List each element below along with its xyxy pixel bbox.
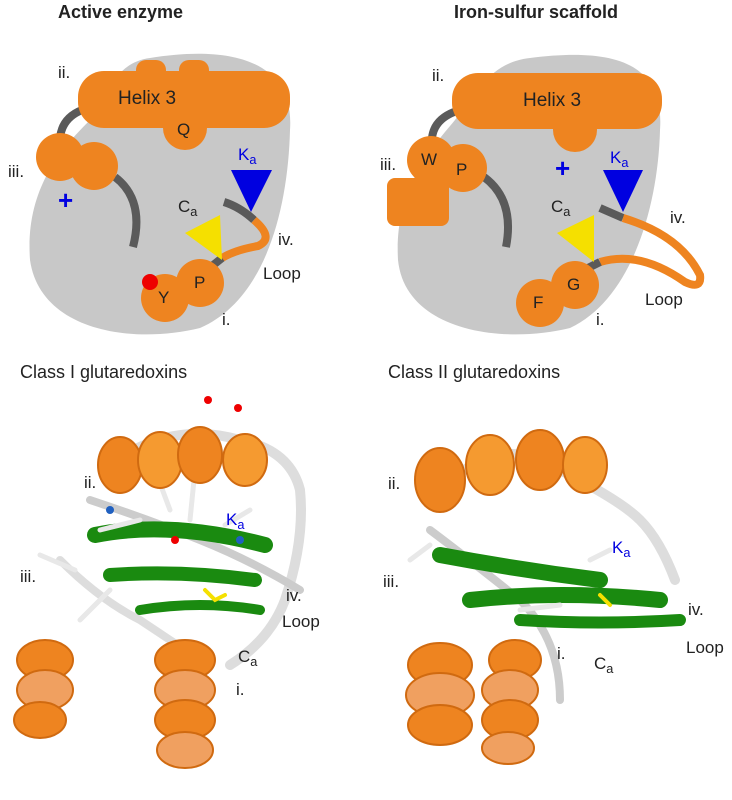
ca-triangle (185, 215, 222, 260)
ca-sub: a (190, 203, 198, 219)
residue-p (439, 144, 487, 192)
label-i: i. (557, 644, 566, 663)
helix-3 (452, 73, 662, 129)
label-iv: iv. (688, 600, 704, 619)
ca-sub: a (606, 660, 614, 676)
ka-label: Ka (226, 510, 244, 532)
label-ii: ii. (432, 66, 445, 85)
plus-sign: + (58, 185, 74, 215)
aromatic-block (387, 178, 449, 226)
residue-p-label: P (194, 273, 206, 292)
panel-title-active-enzyme: Active enzyme (58, 2, 184, 22)
strand-ka (222, 198, 257, 223)
ca-label: Ca (594, 654, 613, 676)
ka-triangle (231, 170, 272, 212)
helix-label: Helix 3 (523, 90, 582, 111)
label-i: i. (222, 310, 231, 329)
ca-label: Ca (551, 197, 570, 219)
ca-label: Ca (178, 197, 197, 219)
active-enzyme-schematic (29, 53, 291, 335)
label-iii: iii. (20, 567, 37, 586)
residue-w-label: W (421, 150, 438, 169)
ka-triangle (603, 170, 643, 212)
label-i: i. (236, 680, 245, 699)
label-iv: iv. (286, 586, 302, 605)
label-iv: iv. (278, 230, 294, 249)
ka-text: K (612, 538, 624, 557)
residue-iii-b (70, 142, 118, 190)
label-ii: ii. (388, 474, 401, 493)
ka-text: K (226, 510, 238, 529)
residue-q-label: Q (177, 120, 191, 139)
red-dot (142, 274, 158, 290)
label-ii: ii. (58, 63, 71, 82)
ka-sub: a (237, 516, 245, 532)
label-loop: Loop (263, 264, 301, 283)
label-iii: iii. (383, 572, 400, 591)
iron-sulfur-schematic (387, 54, 705, 335)
residue-p-label: P (456, 160, 468, 179)
loop-iv (219, 216, 270, 262)
helix-label: Helix 3 (118, 88, 177, 109)
label-loop: Loop (686, 638, 724, 657)
label-iii: iii. (8, 162, 25, 181)
plus-sign: + (555, 153, 571, 183)
class-i-structure (13, 396, 306, 769)
ka-label: Ka (612, 538, 630, 560)
residue-f (516, 279, 564, 327)
ka-sub: a (249, 151, 257, 167)
panel-title-iron-sulfur: Iron-sulfur scaffold (454, 2, 619, 22)
residue-y-label: Y (158, 288, 170, 307)
ca-sub: a (250, 653, 258, 669)
ka-text: K (610, 148, 622, 167)
structure-title-class-ii: Class II glutaredoxins (388, 362, 561, 382)
ca-text: C (238, 647, 251, 666)
class-ii-structure (405, 429, 686, 765)
residue-g-label: G (567, 275, 581, 294)
strand (112, 173, 141, 248)
loop-iv (598, 214, 705, 289)
ca-label: Ca (238, 647, 257, 669)
ca-text: C (178, 197, 191, 216)
ca-text: C (551, 197, 564, 216)
ka-sub: a (621, 154, 629, 170)
ca-text: C (594, 654, 607, 673)
label-iii: iii. (380, 155, 397, 174)
ka-sub: a (623, 544, 631, 560)
residue-f-label: F (533, 293, 544, 312)
label-iv: iv. (670, 208, 686, 227)
label-i: i. (596, 310, 605, 329)
label-ii: ii. (84, 473, 97, 492)
ca-sub: a (563, 203, 571, 219)
residue-q (163, 106, 207, 150)
structure-title-class-i: Class I glutaredoxins (20, 362, 188, 382)
label-loop: Loop (282, 612, 320, 631)
ka-label: Ka (238, 145, 256, 167)
ca-triangle (557, 215, 594, 262)
ka-text: K (238, 145, 250, 164)
ka-label: Ka (610, 148, 628, 170)
label-loop: Loop (645, 290, 683, 309)
